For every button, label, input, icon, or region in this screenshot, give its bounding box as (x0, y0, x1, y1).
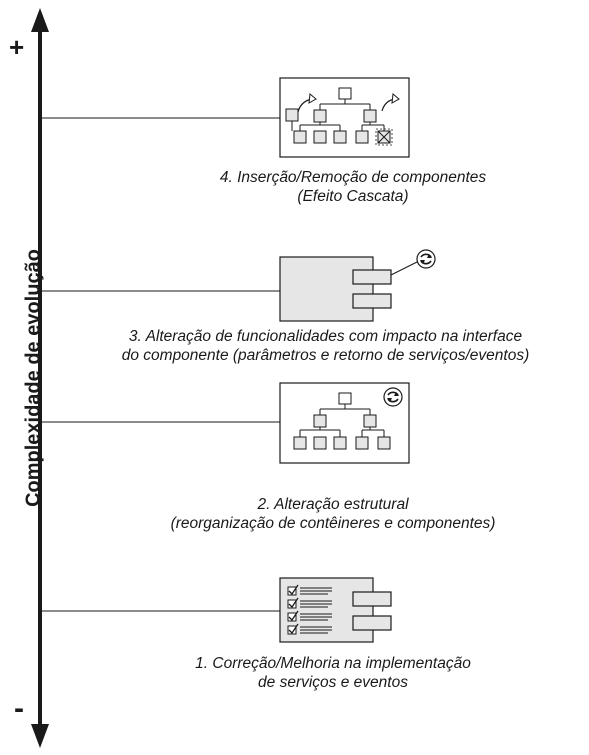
structure-tree-icon (279, 382, 410, 464)
level-1-caption-line2: de serviços e eventos (258, 674, 408, 691)
level-2-caption-line1: 2. Alteração estrutural (257, 496, 409, 513)
level-2-caption: 2. Alteração estrutural (reorganização d… (103, 495, 563, 533)
removed-component-icon (375, 128, 393, 146)
level-3-caption: 3. Alteração de funcionalidades com impa… (62, 327, 589, 365)
axis-plus-sign: + (9, 32, 25, 62)
level-3-caption-line2: do componente (parâmetros e retorno de s… (121, 347, 530, 364)
level-3-caption-line1: 3. Alteração de funcionalidades com impa… (128, 328, 523, 345)
component-interface-icon (279, 249, 436, 322)
level-2-caption-line2: (reorganização de contêineres e componen… (170, 515, 496, 532)
cascade-tree-icon (279, 77, 410, 158)
axis-arrow-up (31, 8, 49, 32)
vertical-axis (31, 8, 49, 748)
level-1-caption-line1: 1. Correção/Melhoria na implementação (195, 655, 471, 672)
refresh-cycle-icon (416, 249, 436, 269)
insert-arrow-icon (297, 93, 400, 113)
level-4-caption-line2: (Efeito Cascata) (297, 188, 409, 205)
component-checklist-icon (279, 577, 392, 643)
level-4-caption: 4. Inserção/Remoção de componentes (Efei… (143, 168, 563, 206)
axis-arrow-down (31, 724, 49, 748)
level-1-caption: 1. Correção/Melhoria na implementação de… (143, 654, 523, 692)
axis-label: Complexidade de evolução (22, 249, 45, 507)
axis-minus-sign: - (14, 692, 24, 725)
level-4-caption-line1: 4. Inserção/Remoção de componentes (219, 169, 487, 186)
refresh-cycle-icon (383, 387, 403, 407)
